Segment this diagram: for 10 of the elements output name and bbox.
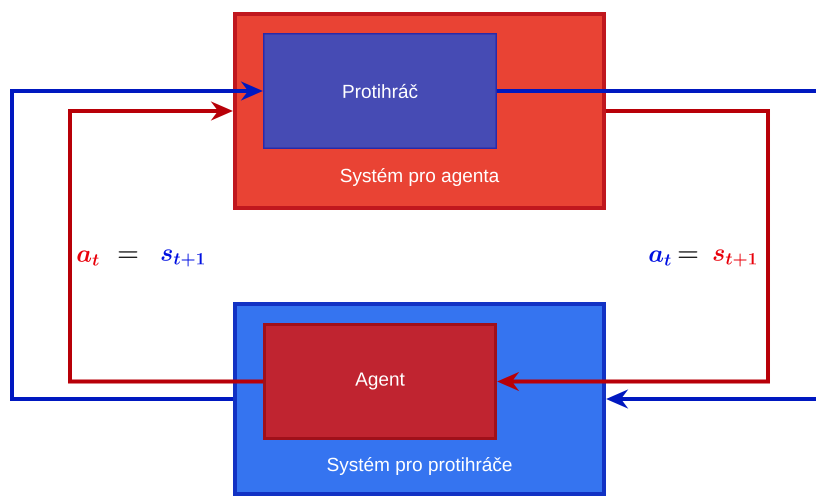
formula-label: $a_t$ bbox=[77, 250, 99, 266]
arrow bbox=[497, 89, 816, 409]
formula-label: $s_{t+1}$ bbox=[162, 249, 204, 266]
process-box: Agent bbox=[263, 323, 497, 440]
process-box: Protihráč bbox=[263, 33, 497, 149]
formula-label: $s_{t+1}$ bbox=[714, 249, 756, 266]
arrow bbox=[68, 101, 263, 384]
formula-label: $=$ bbox=[678, 251, 698, 258]
formula-label: $a_t$ bbox=[649, 250, 671, 266]
formula-label: $=$ bbox=[118, 251, 138, 258]
